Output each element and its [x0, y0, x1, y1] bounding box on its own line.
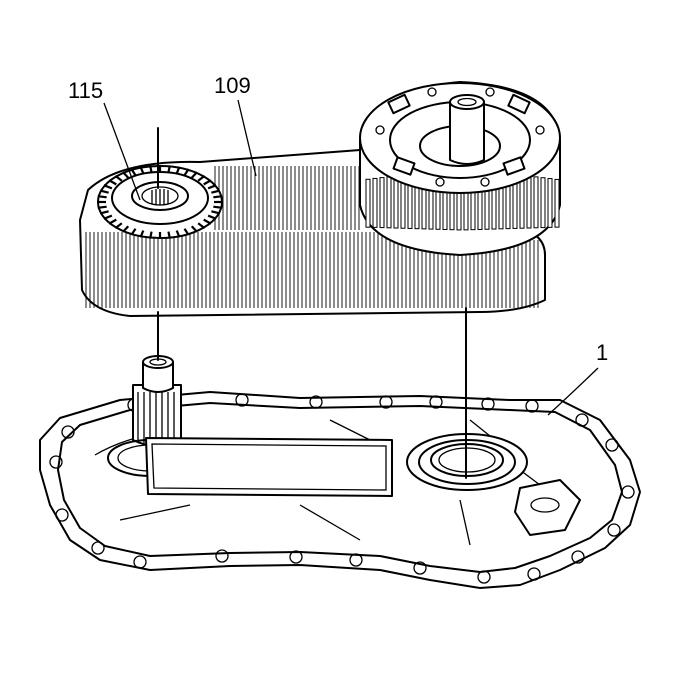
gear-tooth: [211, 210, 221, 215]
ring-gear-tooth: [533, 176, 539, 229]
ring-gear-tooth: [526, 175, 532, 229]
ring-gear-tooth: [372, 177, 378, 228]
gear-tooth: [139, 230, 145, 238]
gear-tooth: [122, 171, 130, 179]
gear-tooth: [122, 225, 130, 233]
gear-tooth: [207, 214, 217, 220]
gear-tooth: [167, 231, 171, 239]
gear-tooth: [149, 165, 153, 173]
callout-109: 109: [214, 73, 251, 98]
callout-115: 115: [68, 78, 103, 103]
drive-sprocket: [97, 165, 223, 239]
gear-tooth: [213, 195, 223, 199]
gear-tooth: [175, 230, 181, 238]
gear-tooth: [108, 218, 117, 225]
gear-tooth: [97, 195, 107, 199]
gear-tooth: [207, 184, 217, 190]
flange-bolt-holes: [49, 393, 635, 584]
ring-gear-tooth: [554, 178, 560, 228]
gear-tooth: [197, 174, 206, 182]
callout-leaders: [103, 99, 599, 416]
gear-tooth: [108, 179, 117, 186]
gear-tooth: [97, 205, 107, 209]
gear-tooth: [130, 228, 137, 236]
gear-tooth: [183, 228, 190, 236]
alignment-lines: [157, 127, 467, 479]
ring-gear-tooth: [393, 175, 399, 229]
ring-gear-tooth: [547, 178, 553, 228]
gear-tooth: [114, 222, 123, 230]
front-output-shaft: [132, 355, 182, 447]
gear-tooth: [167, 165, 171, 173]
gear-tooth: [139, 166, 145, 174]
gear-tooth: [99, 210, 109, 215]
gear-tooth: [190, 225, 198, 233]
ring-gear-tooth: [540, 177, 546, 229]
gear-tooth: [130, 168, 137, 176]
gear-tooth: [213, 205, 223, 209]
ring-gear-tooth: [379, 177, 385, 229]
gear-tooth: [211, 189, 221, 194]
gear-tooth: [103, 184, 113, 190]
cover-plate: [145, 437, 393, 497]
gear-tooth: [203, 218, 212, 225]
gear-tooth: [103, 214, 113, 220]
gear-tooth: [190, 171, 198, 179]
gear-tooth: [175, 166, 181, 174]
carrier-holes: [375, 87, 545, 187]
gear-tooth: [114, 174, 123, 182]
ring-gear-tooth: [386, 176, 392, 229]
callout-1: 1: [596, 340, 608, 365]
planetary-carrier: [359, 81, 561, 256]
carrier-slots: [387, 93, 531, 176]
ring-gear-tooth: [519, 174, 525, 229]
gear-tooth: [203, 179, 212, 186]
gear-tooth: [197, 222, 206, 230]
gear-tooth: [183, 168, 190, 176]
gear-tooth: [99, 189, 109, 194]
transfer-case-housing: [39, 355, 641, 589]
ring-gear-tooth: [365, 178, 371, 228]
gear-tooth: [149, 231, 153, 239]
